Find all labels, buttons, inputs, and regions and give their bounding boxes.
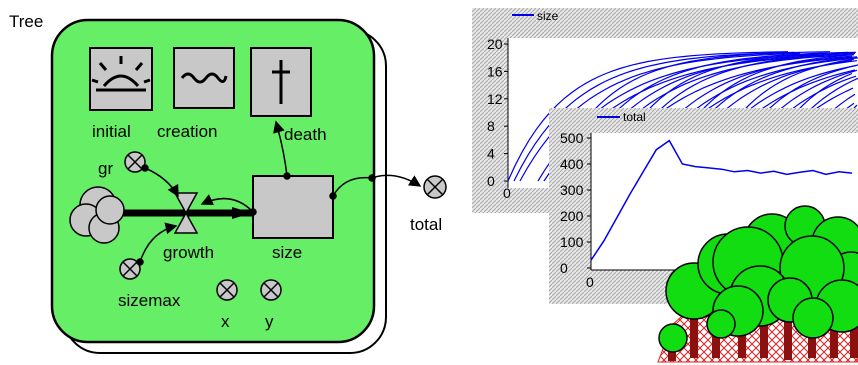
creation-label: creation xyxy=(157,122,217,141)
size-stock[interactable]: size xyxy=(252,175,334,262)
size-curve xyxy=(549,51,831,182)
total-legend-label: total xyxy=(623,110,646,124)
size-label: size xyxy=(272,243,302,262)
total-y-tick-label: 100 xyxy=(560,234,584,250)
size-x-tick-label: 0 xyxy=(503,185,511,201)
total-y-tick-label: 500 xyxy=(560,130,584,146)
tree-model-panel: Tree initial creation death xyxy=(9,12,447,354)
size-y-tick-label: 12 xyxy=(487,91,503,107)
total-x-tick-label: 0 xyxy=(586,274,594,290)
total-tick-labels: 500 400 300 200 100 0 0 xyxy=(560,130,594,290)
size-y-tick-label: 4 xyxy=(487,146,495,162)
sunrise-icon xyxy=(91,56,151,92)
model-title: Tree xyxy=(9,12,43,31)
forest-illustration xyxy=(657,205,858,363)
sizemax-converter[interactable]: sizemax xyxy=(118,258,181,310)
total-converter[interactable]: total xyxy=(410,175,447,234)
total-series-line xyxy=(590,139,853,261)
sizemax-label: sizemax xyxy=(118,291,181,310)
size-legend-label: size xyxy=(537,9,559,23)
connectors xyxy=(136,120,422,266)
source-cloud-icon xyxy=(69,186,125,244)
x-label: x xyxy=(221,312,230,331)
death-label: death xyxy=(284,125,327,144)
size-y-tick-label: 0 xyxy=(487,173,495,189)
tree-crowns xyxy=(658,205,858,353)
x-converter[interactable]: x xyxy=(216,279,238,331)
total-y-tick-label: 200 xyxy=(560,208,584,224)
creation-node[interactable]: creation xyxy=(157,47,235,141)
size-y-tick-label: 16 xyxy=(487,63,503,79)
growth-flow[interactable]: growth xyxy=(113,192,252,262)
death-node[interactable]: death xyxy=(250,47,327,144)
total-y-tick-label: 300 xyxy=(560,182,584,198)
gr-label: gr xyxy=(98,159,113,178)
cross-icon xyxy=(272,60,290,104)
initial-label: initial xyxy=(92,122,131,141)
y-label: y xyxy=(265,312,274,331)
size-tick-labels: 20 16 12 8 4 00 xyxy=(487,36,511,201)
gr-converter[interactable]: gr xyxy=(98,151,146,178)
size-y-tick-label: 8 xyxy=(487,118,495,134)
size-y-tick-label: 20 xyxy=(487,36,503,52)
size-curve xyxy=(507,51,789,182)
growth-label: growth xyxy=(163,243,214,262)
total-y-tick-label: 0 xyxy=(560,260,568,276)
initial-node[interactable]: initial xyxy=(89,47,153,141)
wave-icon xyxy=(180,72,228,84)
total-label: total xyxy=(410,215,442,234)
total-y-tick-label: 400 xyxy=(560,156,584,172)
y-converter[interactable]: y xyxy=(260,279,282,331)
